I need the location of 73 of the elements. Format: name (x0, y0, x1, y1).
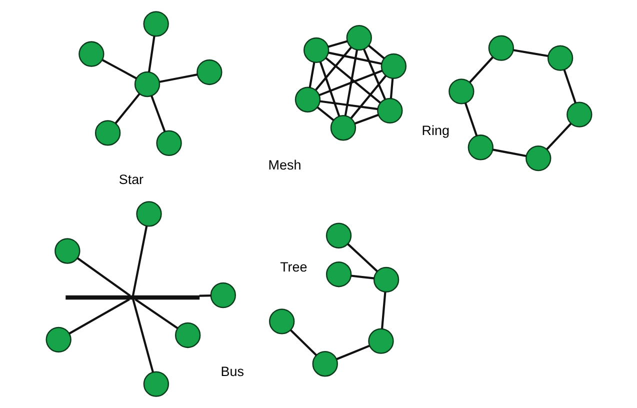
node-circle (302, 37, 329, 64)
label: Bus (220, 364, 244, 379)
connector (308, 62, 315, 88)
node-circle (376, 98, 402, 124)
connector (336, 344, 370, 360)
connector (346, 243, 378, 272)
connector (314, 46, 352, 90)
node-circle (488, 35, 514, 61)
connector (131, 226, 148, 296)
node-circle (380, 53, 406, 80)
node-circle (294, 86, 320, 112)
connector (389, 78, 394, 98)
connector (114, 93, 140, 124)
node-circle (54, 238, 80, 264)
node-circle (78, 41, 104, 67)
connector (344, 50, 358, 116)
node-circle (330, 115, 356, 141)
label: Star (118, 172, 144, 187)
connector (512, 49, 548, 58)
connector (198, 294, 210, 297)
node-circle (325, 262, 352, 288)
connector (132, 299, 154, 373)
connector (134, 298, 178, 330)
connector (319, 100, 378, 110)
node-circle (210, 282, 236, 308)
node-circle (467, 134, 494, 160)
connector (316, 106, 334, 121)
connector (289, 329, 317, 356)
node-circle (312, 351, 338, 377)
node-circle (94, 120, 120, 146)
connector (354, 114, 378, 125)
node-bar (65, 295, 200, 300)
connector (318, 70, 382, 96)
node-circle (142, 11, 168, 37)
connector (150, 96, 166, 132)
connector (380, 292, 386, 329)
node-circle (325, 222, 352, 248)
node-circle (142, 371, 169, 397)
node-circle (136, 201, 162, 227)
connector (368, 44, 384, 60)
connector (546, 122, 572, 150)
connector (324, 57, 380, 104)
node-circle (156, 130, 182, 156)
node-circle (448, 78, 474, 104)
label: Ring (421, 122, 449, 138)
node-circle (45, 326, 71, 353)
label: Mesh (268, 158, 301, 173)
node-circle (174, 322, 200, 348)
connector (158, 74, 198, 83)
node-circle (525, 145, 551, 172)
node-circle (134, 71, 160, 98)
connector (468, 56, 494, 83)
node-circle (196, 59, 222, 86)
connector (76, 257, 130, 297)
connector (562, 69, 576, 104)
connector (464, 102, 478, 136)
node-circle (368, 328, 394, 354)
node-circle (546, 45, 573, 71)
connector (492, 148, 526, 158)
node-circle (268, 308, 294, 334)
node-circle (566, 102, 592, 128)
connector (362, 48, 386, 100)
node-circle (372, 266, 399, 293)
connector (327, 40, 348, 48)
node-circle (346, 24, 372, 51)
connector (318, 62, 340, 117)
connector (68, 298, 130, 334)
label: Tree (280, 260, 307, 274)
connector (148, 36, 155, 72)
connector (350, 274, 374, 280)
connector (328, 52, 382, 65)
connector (102, 59, 136, 80)
connector (350, 75, 386, 119)
